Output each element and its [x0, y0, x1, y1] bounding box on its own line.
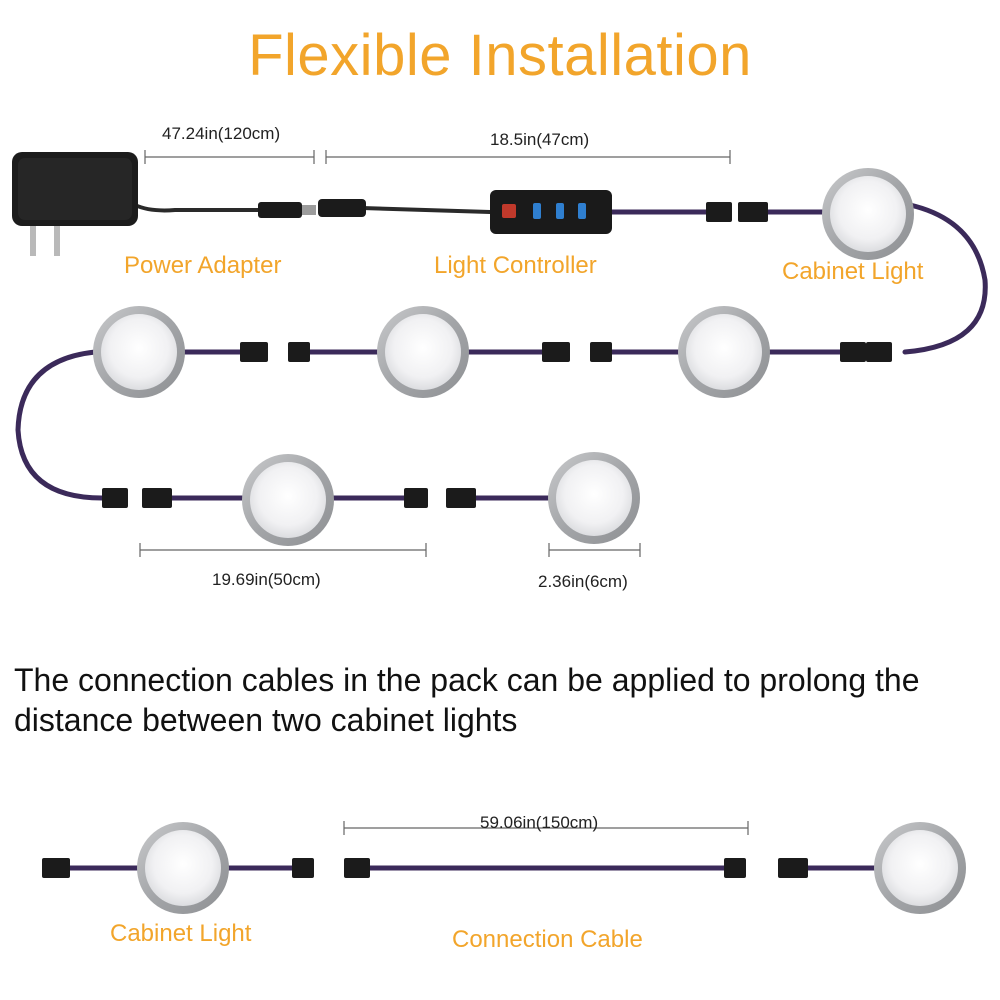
cabinet-lights	[93, 168, 966, 914]
connector	[240, 342, 268, 362]
connector	[724, 858, 746, 878]
dim-controller-cable	[325, 150, 731, 164]
dim-label-light-cable: 19.69in(50cm)	[212, 570, 321, 589]
description-text: The connection cables in the pack can be…	[14, 662, 920, 738]
cabinet-light-bottom-b	[874, 822, 966, 914]
dim-adapter-cable	[144, 150, 315, 164]
connectors	[42, 202, 892, 878]
connector	[102, 488, 128, 508]
controller-input-cable	[360, 206, 492, 214]
dim-light-diameter	[548, 543, 641, 557]
connector	[866, 342, 892, 362]
light-1-out-cable	[902, 202, 988, 355]
connector	[288, 342, 310, 362]
cables	[15, 202, 988, 871]
dim-label-adapter-cable: 47.24in(120cm)	[162, 124, 281, 143]
power-adapter	[12, 152, 316, 256]
adapter-cable	[133, 203, 262, 213]
cabinet-light-4	[93, 306, 185, 398]
cabinet-light-3	[377, 306, 469, 398]
connector	[706, 202, 732, 222]
dimension-lines	[139, 150, 749, 835]
label-cabinet-light-top: Cabinet Light	[782, 258, 924, 285]
dim-label-controller-cable: 18.5in(47cm)	[490, 130, 590, 149]
cabinet-light-2	[678, 306, 770, 398]
connector	[778, 858, 808, 878]
label-connection-cable: Connection Cable	[452, 926, 643, 953]
dim-light-cable	[139, 543, 427, 557]
connector	[840, 342, 866, 362]
dim-label-light-diameter: 2.36in(6cm)	[538, 572, 628, 591]
label-power-adapter: Power Adapter	[124, 252, 282, 279]
cabinet-light-1	[822, 168, 914, 260]
connector	[292, 858, 314, 878]
dim-label-connection-cable: 59.06in(150cm)	[480, 813, 599, 832]
connector	[142, 488, 172, 508]
connector	[542, 342, 570, 362]
page-title: Flexible Installation	[248, 23, 752, 88]
cabinet-light-bottom-a	[137, 822, 229, 914]
connector	[42, 858, 70, 878]
dim-connection-cable	[343, 821, 749, 835]
cabinet-light-6	[548, 452, 640, 544]
light-controller	[318, 190, 612, 234]
connector	[344, 858, 370, 878]
cabinet-light-5	[242, 454, 334, 546]
connector	[404, 488, 428, 508]
light-4-out-cable	[15, 349, 105, 501]
label-cabinet-light-bottom: Cabinet Light	[110, 920, 252, 947]
label-light-controller: Light Controller	[434, 252, 597, 279]
connector	[738, 202, 768, 222]
connector	[446, 488, 476, 508]
connector	[590, 342, 612, 362]
